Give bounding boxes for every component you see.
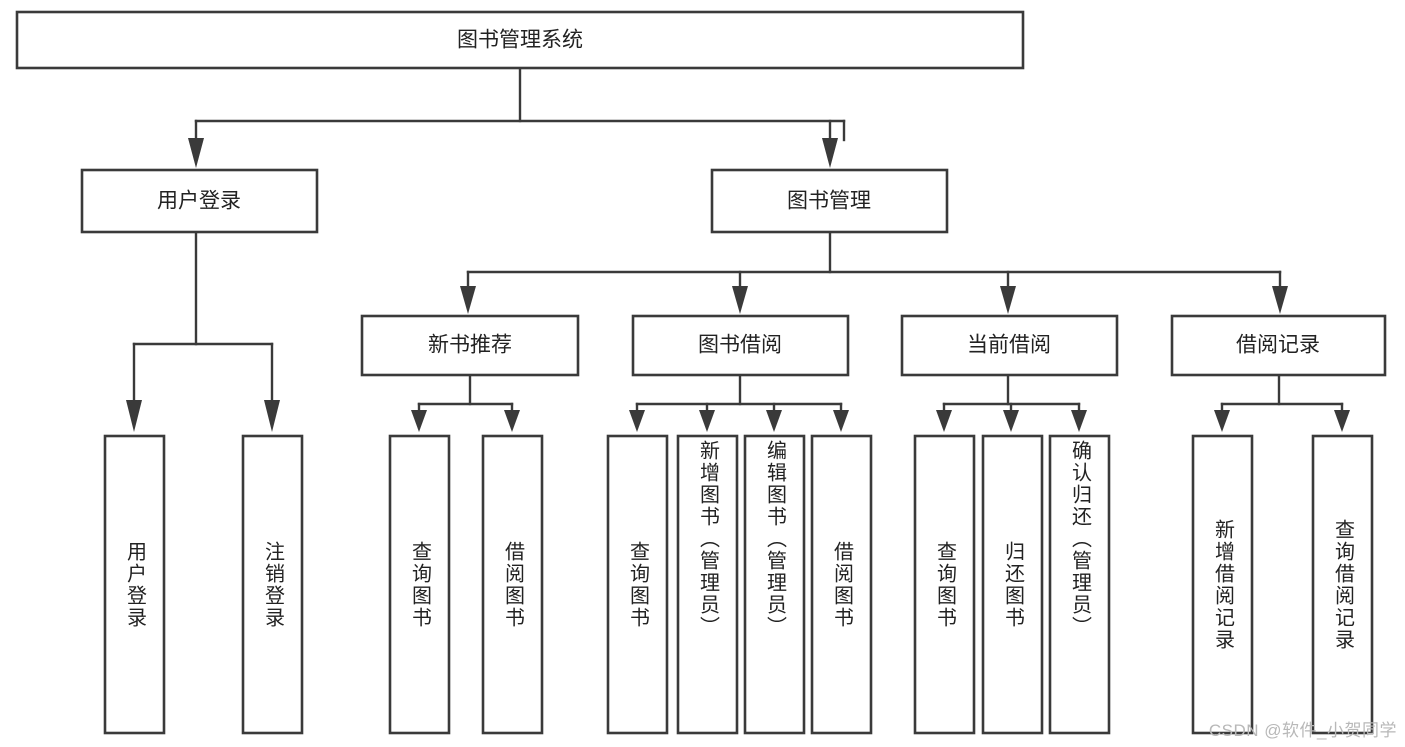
- connector-userlogin-to-leaves: [126, 230, 280, 432]
- node-root[interactable]: 图书管理系统: [15, 10, 1025, 70]
- leaf-rect-borrow-book-1: [481, 434, 544, 735]
- leaf-rect-user-logout: [241, 434, 304, 735]
- node-book-borrow[interactable]: 图书借阅: [631, 314, 850, 377]
- leaf-rect-edit-book: [743, 434, 806, 735]
- node-root-label: 图书管理系统: [457, 29, 583, 52]
- node-new-book-recommend[interactable]: 新书推荐: [360, 314, 580, 377]
- node-book-management-label: 图书管理: [787, 190, 871, 213]
- leaf-rect-confirm-return: [1048, 434, 1111, 735]
- leaf-rect-query-book-1: [388, 434, 451, 735]
- node-borrow-record-label: 借阅记录: [1236, 334, 1320, 357]
- node-user-login[interactable]: 用户登录: [80, 168, 319, 234]
- node-current-borrow[interactable]: 当前借阅: [900, 314, 1119, 377]
- leaf-rect-user-login: [103, 434, 166, 735]
- leaf-rect-add-record: [1191, 434, 1254, 735]
- leaf-rects: [103, 434, 1374, 735]
- leaf-rect-add-book: [676, 434, 739, 735]
- leaf-rect-borrow-book-2: [810, 434, 873, 735]
- node-new-book-recommend-label: 新书推荐: [428, 334, 512, 357]
- leaf-rect-query-book-3: [913, 434, 976, 735]
- connector-bookmgmt-to-level3: [460, 230, 1288, 314]
- connector-newbook-to-leaves: [411, 373, 520, 432]
- leaf-rect-query-record: [1311, 434, 1374, 735]
- node-book-management[interactable]: 图书管理: [710, 168, 949, 234]
- connector-bookborrow-to-leaves: [629, 373, 849, 432]
- leaf-rect-return-book: [981, 434, 1044, 735]
- node-user-login-label: 用户登录: [157, 190, 241, 213]
- node-current-borrow-label: 当前借阅: [967, 334, 1051, 357]
- watermark: CSDN @软件_小贺同学: [1208, 721, 1397, 740]
- node-borrow-record[interactable]: 借阅记录: [1170, 314, 1387, 377]
- connector-root-to-level2: [188, 66, 846, 168]
- node-book-borrow-label: 图书借阅: [698, 334, 782, 357]
- connector-currentborrow-to-leaves: [936, 373, 1087, 432]
- leaf-rect-query-book-2: [606, 434, 669, 735]
- connector-borrowrecord-to-leaves: [1214, 373, 1350, 432]
